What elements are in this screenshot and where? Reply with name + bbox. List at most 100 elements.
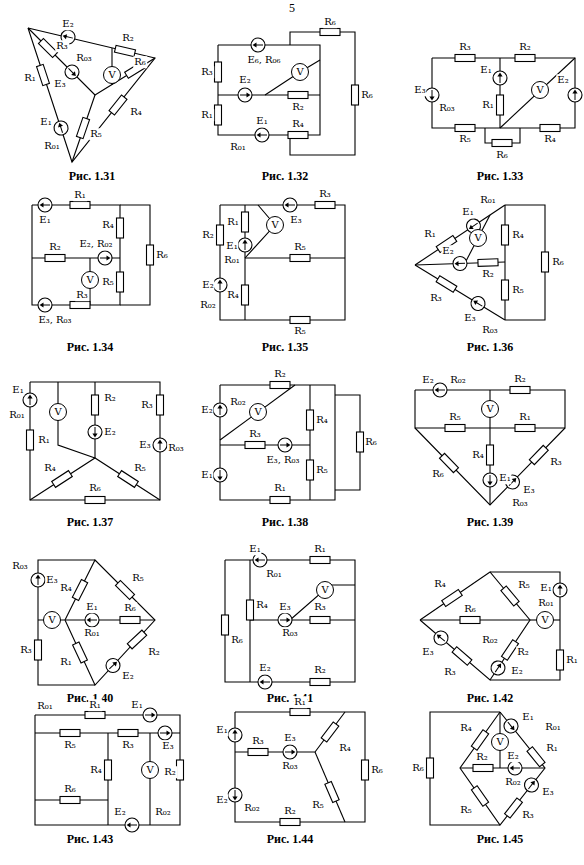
emf-source-symbol	[153, 438, 167, 452]
figure-caption: Рис. 1.44	[266, 833, 315, 847]
resistor-symbol	[540, 125, 560, 132]
resistor-symbol	[471, 786, 488, 806]
voltmeter-circle: V	[291, 63, 309, 81]
resistor-symbol	[362, 760, 369, 780]
component-label: R₄	[89, 764, 103, 776]
emf-source-symbol	[425, 88, 439, 102]
resistor-symbol	[307, 460, 314, 480]
component-label: E₃	[289, 214, 302, 226]
component-label: E₁	[255, 115, 268, 127]
meter-letter: V	[474, 233, 481, 243]
resistor-symbol	[280, 819, 300, 826]
component-label: R₁	[273, 482, 287, 494]
component-label: R₂	[283, 805, 297, 817]
component-label: R₅	[311, 799, 325, 811]
wire	[220, 385, 335, 500]
resistor-symbol	[310, 679, 330, 686]
voltmeter-circle: V	[531, 81, 549, 99]
circuit-schematic	[215, 29, 359, 156]
component-label: R₀₃	[75, 52, 93, 64]
component-label: E₁	[130, 699, 143, 711]
emf-source-symbol	[228, 728, 242, 742]
page-number: 5	[288, 2, 296, 16]
component-label: R₄	[43, 462, 57, 474]
component-label: R₆	[88, 482, 102, 494]
component-label: R₀₂	[229, 396, 247, 408]
component-label: R₀₂	[504, 776, 522, 788]
resistor-symbol	[460, 617, 480, 624]
component-label: R₃	[121, 739, 135, 751]
emf-source-symbol	[278, 613, 292, 627]
circuit-schematic	[228, 709, 369, 826]
component-label: R₅	[131, 572, 145, 584]
component-label: R₅	[315, 464, 329, 476]
wire	[315, 752, 345, 822]
voltmeter-circle: V	[316, 581, 334, 599]
component-label: R₂	[201, 229, 215, 241]
component-label: R₃	[248, 428, 262, 440]
component-label: R₆	[230, 634, 244, 646]
component-label: R₁	[545, 742, 559, 754]
component-label: E₂	[510, 665, 523, 677]
emf-source-symbol	[213, 403, 227, 417]
component-label: E₁	[248, 543, 261, 555]
resistor-symbol	[352, 85, 359, 105]
resistor-symbol	[85, 497, 105, 504]
component-label: R₂	[103, 392, 117, 404]
wire	[250, 619, 355, 620]
wire	[225, 560, 355, 682]
emf-source-symbol	[501, 716, 521, 736]
resistor-symbol	[76, 117, 89, 138]
component-label: R₂	[513, 373, 527, 385]
component-label: R₀₁	[229, 141, 247, 153]
component-label: R₀₃	[281, 760, 299, 772]
component-label: R₅	[448, 411, 462, 423]
resistor-symbol	[247, 600, 254, 620]
component-label: R₃	[458, 41, 472, 53]
voltmeter-circle: V	[141, 761, 159, 779]
wire	[28, 28, 155, 95]
emf-source-symbol	[52, 119, 70, 137]
component-label: R₅	[517, 579, 531, 591]
resistor-symbol	[215, 62, 222, 82]
component-label: E₂	[201, 279, 214, 291]
component-label: E₆, R₀₆	[246, 54, 281, 66]
resistor-symbol	[290, 709, 310, 716]
component-label: E₃	[541, 786, 554, 798]
figure-caption: Рис. 1.39	[466, 516, 515, 530]
component-label: R₆	[495, 149, 509, 161]
component-label: E₁	[11, 384, 24, 396]
component-label: E₂	[121, 670, 134, 682]
component-label: E₃	[278, 601, 291, 613]
circuit-schematic	[425, 55, 582, 147]
component-label: R₀₃	[167, 442, 185, 454]
resistor-symbol	[427, 758, 434, 778]
component-label: R₃	[19, 644, 33, 656]
emf-source-symbol	[433, 383, 447, 397]
meter-letter: V	[108, 70, 115, 80]
voltmeter-circle: V	[103, 66, 121, 84]
wire	[120, 205, 150, 305]
component-label: E₂	[61, 18, 74, 30]
resistor-symbol	[288, 132, 308, 139]
resistor-symbol	[245, 442, 265, 449]
component-label: R₅	[511, 284, 525, 296]
component-label: R₆	[370, 764, 384, 776]
resistor-symbol	[527, 747, 545, 767]
emf-source-symbol	[125, 818, 139, 832]
component-label: R₃	[549, 456, 563, 468]
emf-source-symbol	[431, 628, 451, 648]
resistor-symbol	[452, 647, 472, 665]
component-label: R₀₁	[223, 254, 241, 266]
component-label: R₄	[59, 582, 73, 594]
component-label: R₆	[431, 468, 445, 480]
resistor-symbol	[436, 276, 457, 292]
voltmeter-circle: V	[266, 216, 284, 234]
wire	[220, 205, 345, 320]
resistor-symbol	[290, 317, 310, 324]
component-label: E₂	[215, 794, 228, 806]
component-label: E₂	[556, 74, 569, 86]
emf-source-symbol	[258, 675, 272, 689]
component-label: R₂	[313, 664, 327, 676]
